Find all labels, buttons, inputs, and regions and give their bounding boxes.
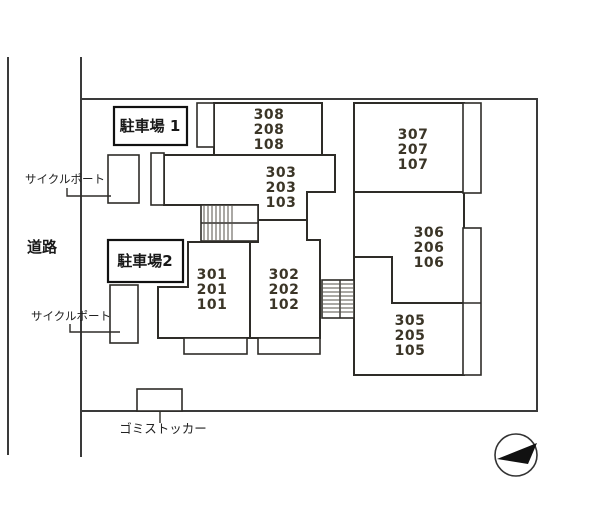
room-number: 308 xyxy=(254,107,285,123)
room-number: 205 xyxy=(395,328,426,344)
room-number: 203 xyxy=(266,180,297,196)
room-number: 103 xyxy=(266,195,297,211)
room-306-numbers: 306 206 106 xyxy=(414,225,445,271)
room-number: 307 xyxy=(398,127,429,143)
room-number: 306 xyxy=(414,225,445,241)
room-number: 108 xyxy=(254,137,285,153)
room-number: 208 xyxy=(254,122,285,138)
room-number: 107 xyxy=(398,157,429,173)
parking2-box xyxy=(106,238,185,284)
north-arrow-icon xyxy=(494,433,538,477)
parking1-label: 駐車場 1 xyxy=(120,117,181,135)
room-number: 303 xyxy=(266,165,297,181)
room-number: 202 xyxy=(269,282,300,298)
balcony-strip-307 xyxy=(462,102,482,194)
room-306-shape xyxy=(353,191,465,304)
room-307-numbers: 307 207 107 xyxy=(398,127,429,173)
staircase-south xyxy=(321,279,355,319)
balcony-strip-301 xyxy=(183,337,248,355)
room-303-numbers: 303 203 103 xyxy=(266,165,297,211)
parking2-label: 駐車場2 xyxy=(117,252,172,270)
room-301-numbers: 301 201 101 xyxy=(197,267,228,313)
room-number: 206 xyxy=(414,240,445,256)
room-number: 302 xyxy=(269,267,300,283)
cycle-port-2-shape xyxy=(109,284,139,344)
cycle-port-2-label: サイクルポート xyxy=(31,309,111,323)
staircase-north xyxy=(200,204,259,242)
cycle-port-1-leader xyxy=(66,188,111,197)
cycle-port-1-shape xyxy=(107,154,140,204)
garbage-stocker-label: ゴミストッカー xyxy=(119,421,207,436)
cycle-port-1-label: サイクルポート xyxy=(25,172,105,186)
room-number: 305 xyxy=(395,313,426,329)
room-308-numbers: 308 208 108 xyxy=(254,107,285,153)
room-number: 106 xyxy=(414,255,445,271)
garbage-stocker-shape xyxy=(136,388,183,412)
balcony-strip-308 xyxy=(196,102,215,148)
room-number: 101 xyxy=(197,297,228,313)
room-305-numbers: 305 205 105 xyxy=(395,313,426,359)
room-number: 301 xyxy=(197,267,228,283)
balcony-strip-303 xyxy=(150,152,165,206)
room-number: 207 xyxy=(398,142,429,158)
parking1-box xyxy=(112,105,189,147)
room-302-numbers: 302 202 102 xyxy=(269,267,300,313)
balcony-strip-302 xyxy=(257,337,321,355)
cycle-port-2-leader xyxy=(69,324,120,333)
room-number: 201 xyxy=(197,282,228,298)
room-number: 102 xyxy=(269,297,300,313)
road-label: 道路 xyxy=(27,238,58,256)
balcony-strip-306-305 xyxy=(462,227,482,376)
property-boundary xyxy=(81,98,538,412)
room-number: 105 xyxy=(395,343,426,359)
